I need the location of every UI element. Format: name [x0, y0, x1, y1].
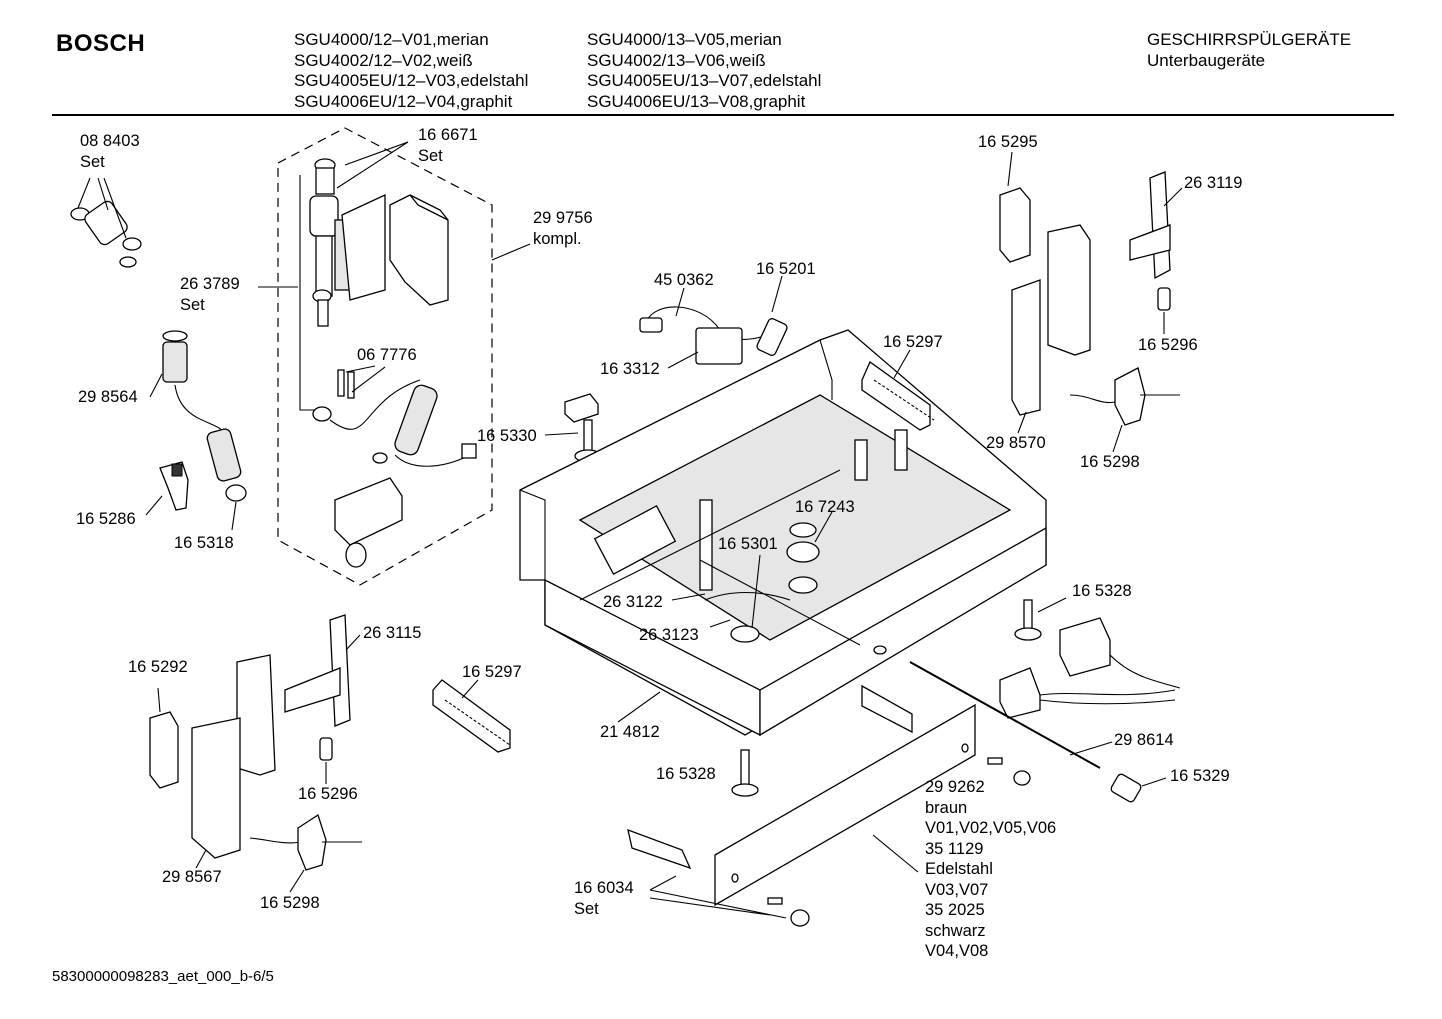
part-label-165298-right: 16 5298: [1080, 453, 1140, 471]
hose-clamp-set-drawing: [70, 200, 142, 268]
part-label-165301: 16 5301: [718, 535, 778, 553]
model-entry: SGU4002/13–V06,weiß: [587, 50, 766, 70]
door-lock-left-drawing: [249, 813, 362, 871]
category-title: GESCHIRRSPÜLGERÄTE: [1147, 30, 1352, 49]
hose-holder-drawing: [159, 461, 189, 511]
model-entry: SGU4002/12–V02,weiß: [294, 50, 473, 70]
part-label-165201: 16 5201: [756, 260, 816, 278]
brand-logo: BOSCH: [56, 30, 146, 57]
part-label-263119: 26 3119: [1184, 174, 1243, 192]
part-label-165295: 16 5295: [978, 133, 1038, 151]
rod-drawing: [909, 661, 1101, 769]
model-entry: SGU4005EU/12–V03,edelstahl: [294, 71, 529, 90]
part-label-165296-left: 16 5296: [298, 785, 358, 803]
part-label-165292: 16 5292: [128, 658, 188, 676]
inlet-valve-drawing: [309, 158, 449, 327]
cable-connectors-drawing: [999, 617, 1181, 719]
part-label-299262: 29 9262 braun V01,V02,V05,V06 35 1129 Ed…: [925, 778, 1057, 960]
part-label-165297-bottom: 16 5297: [462, 663, 522, 681]
part-label-450362: 45 0362: [654, 271, 714, 289]
hinge-spring-drawing: [861, 361, 935, 431]
wiring-harness-drawing: [639, 306, 788, 365]
part-label-165286: 16 5286: [76, 510, 136, 528]
part-label-165296-right: 16 5296: [1138, 336, 1198, 354]
foot-screw-right-drawing: [1014, 599, 1042, 641]
hinge-bracket-left-drawing: [149, 614, 351, 859]
part-label-167243: 16 7243: [795, 498, 855, 516]
model-list-col1: SGU4000/12–V01,merian SGU4002/12–V02,wei…: [294, 30, 528, 112]
part-label-165330: 16 5330: [477, 427, 537, 445]
part-label-165297-top: 16 5297: [883, 333, 943, 351]
part-label-263122: 26 3122: [603, 593, 663, 611]
foot-screw-lower-drawing: [731, 749, 759, 797]
panel-screws-drawing: [767, 757, 1031, 927]
part-label-298570: 29 8570: [986, 434, 1046, 452]
part-label-263115: 26 3115: [363, 624, 422, 642]
part-label-298567: 29 8567: [162, 868, 222, 886]
part-label-067776: 06 7776: [357, 346, 417, 364]
model-entry: SGU4000/12–V01,merian: [294, 30, 489, 49]
header-divider: [52, 114, 1394, 116]
end-cap-drawing: [1110, 773, 1142, 803]
model-entry: SGU4005EU/13–V07,edelstahl: [587, 71, 822, 90]
front-panel-drawing: [627, 684, 976, 907]
part-label-163312: 16 3312: [600, 360, 660, 378]
part-label-298564: 29 8564: [78, 388, 138, 406]
model-list-col2: SGU4000/13–V05,merian SGU4002/13–V06,wei…: [587, 30, 821, 112]
model-entry: SGU4000/13–V05,merian: [587, 30, 782, 49]
part-label-298614: 29 8614: [1114, 731, 1174, 749]
part-label-165318: 16 5318: [174, 534, 234, 552]
model-entry: SGU4006EU/12–V04,graphit: [294, 91, 513, 111]
assembly-boundary: [277, 127, 493, 586]
hinge-bracket-right-drawing: [999, 171, 1171, 416]
base-tub-drawing: [519, 329, 1047, 737]
door-lock-right-drawing: [1069, 367, 1180, 426]
part-label-263123: 26 3123: [639, 626, 699, 644]
document-id: 58300000098283_aet_000_b-6/5: [52, 968, 274, 985]
part-label-165298-left: 16 5298: [260, 894, 320, 912]
spring-left-drawing: [432, 679, 511, 753]
part-label-214812: 21 4812: [600, 723, 660, 741]
model-entry: SGU4006EU/13–V08,graphit: [587, 91, 806, 111]
connector-and-coil-drawing: [312, 369, 477, 568]
category-subtitle: Unterbaugeräte: [1147, 50, 1266, 70]
part-label-165328-right: 16 5328: [1072, 582, 1132, 600]
part-label-165328-lower: 16 5328: [656, 765, 716, 783]
part-label-165329: 16 5329: [1170, 767, 1230, 785]
drain-hose-drawing: [162, 330, 247, 502]
category-block: GESCHIRRSPÜLGERÄTE Unterbaugeräte: [1147, 30, 1351, 71]
